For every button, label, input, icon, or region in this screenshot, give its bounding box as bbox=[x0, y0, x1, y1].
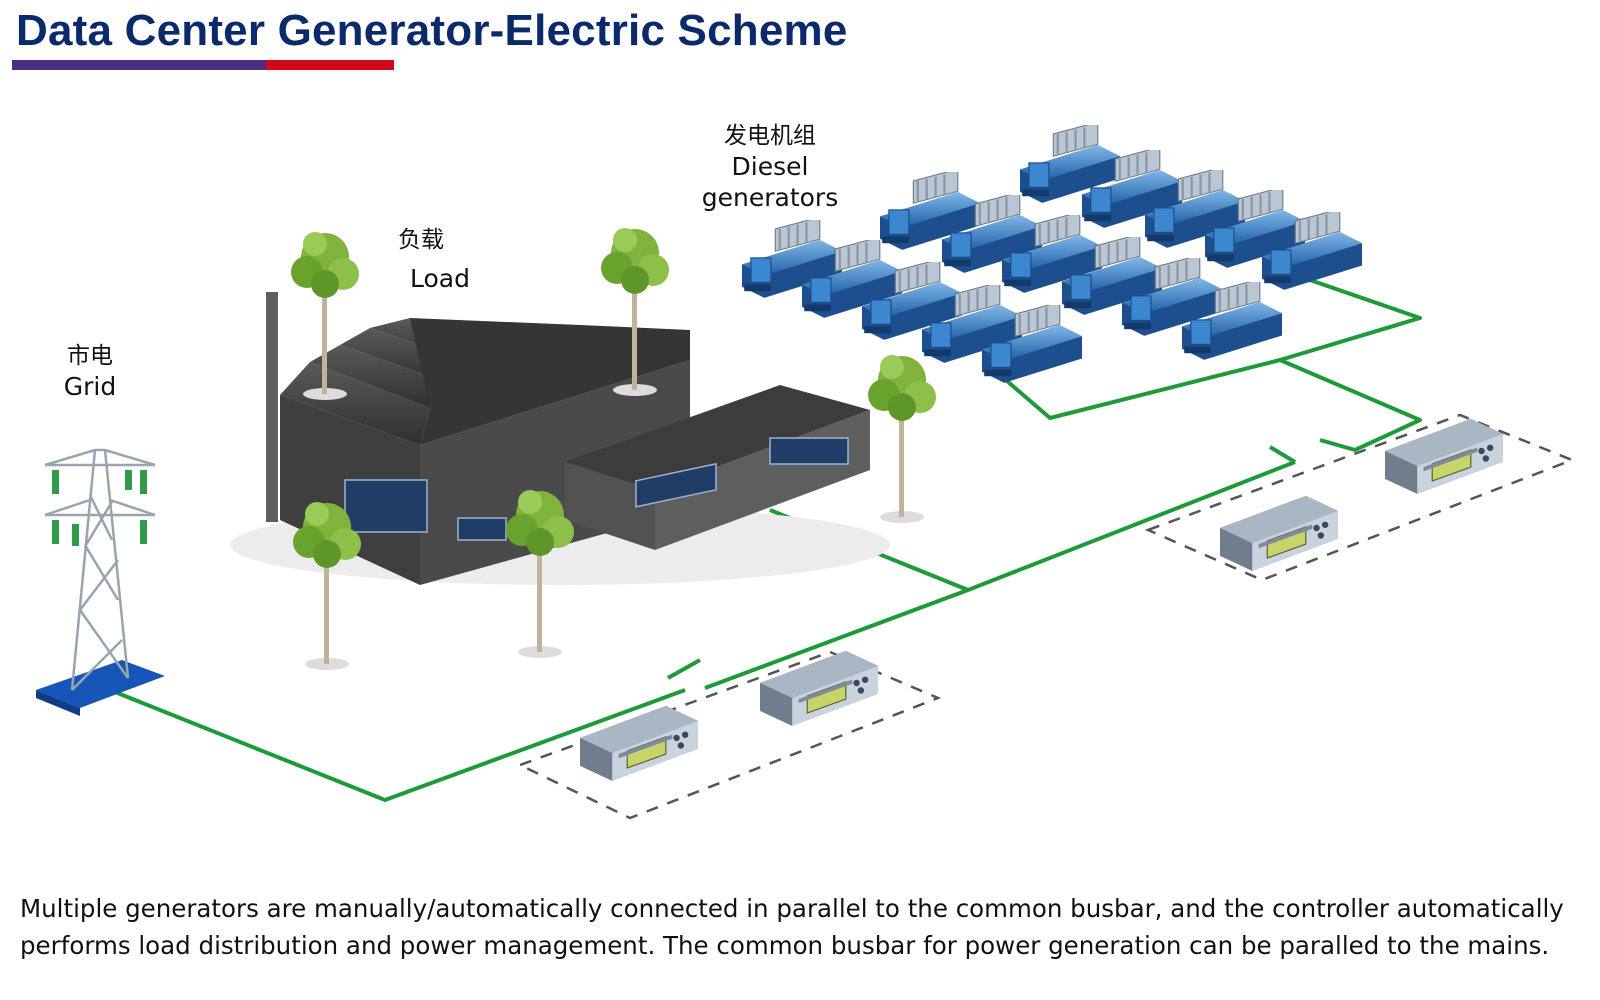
generators-label: 发电机组 Diesel generators bbox=[660, 122, 880, 213]
busbar-lines bbox=[109, 278, 1422, 802]
grid-label-en: Grid bbox=[63, 371, 117, 401]
generators-label-cn: 发电机组 bbox=[724, 123, 816, 149]
factory-building-icon bbox=[230, 292, 890, 585]
grid-label-cn: 市电 bbox=[67, 343, 113, 369]
controller-zone-right bbox=[1144, 413, 1576, 582]
page-title: Data Center Generator-Electric Scheme bbox=[16, 6, 848, 55]
load-label-en: Load bbox=[410, 263, 470, 293]
generators-label-en: Diesel generators bbox=[701, 151, 839, 212]
load-label: 负载 Load bbox=[398, 226, 488, 294]
transmission-tower-icon bbox=[36, 448, 165, 716]
title-underline-red bbox=[266, 60, 394, 70]
scheme-description: Multiple generators are manually/automat… bbox=[20, 894, 1564, 960]
load-label-cn: 负载 bbox=[398, 227, 444, 253]
grid-label: 市电 Grid bbox=[50, 342, 130, 402]
controller-zone-bottom bbox=[516, 650, 942, 820]
title-underline-purple bbox=[12, 60, 266, 70]
